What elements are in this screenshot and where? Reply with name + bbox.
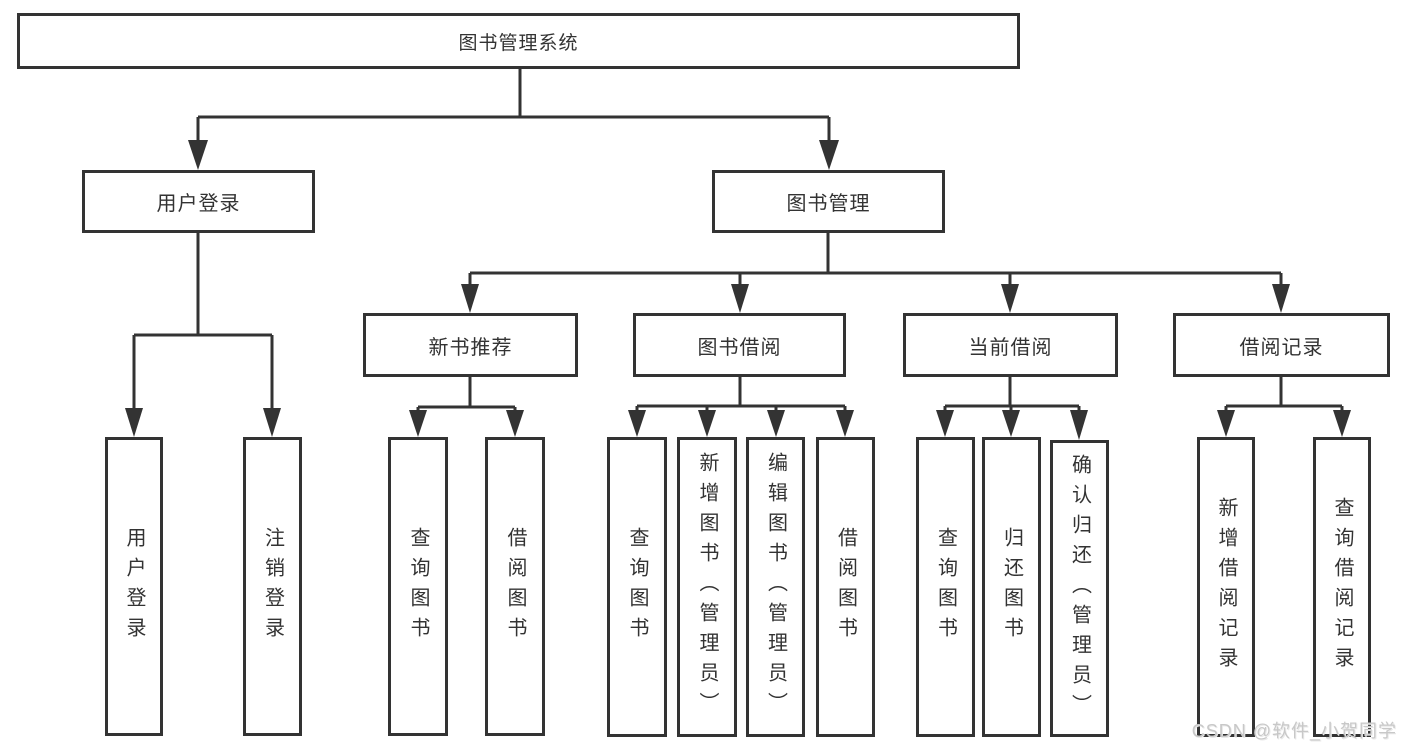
arrowhead-icon [628,410,646,437]
leaf-add-books-admin: 新增图书（管理员） [677,437,737,737]
arrowhead-icon [1001,284,1019,313]
arrowhead-icon [263,408,281,437]
arrowhead-icon [1070,410,1088,440]
node-book-management: 图书管理 [712,170,945,233]
arrowhead-icon [506,410,524,437]
leaf-query-books-recommend: 查询图书 [388,437,448,736]
arrowhead-icon [1333,410,1351,437]
node-book-borrow: 图书借阅 [633,313,846,377]
arrowhead-icon [1272,284,1290,313]
csdn-watermark: CSDN @软件_小贺同学 [1191,721,1397,741]
arrowhead-icon [188,140,208,170]
arrowhead-icon [461,284,479,313]
connector-current-borrow-to-leaves [943,377,1081,412]
leaf-query-books-current: 查询图书 [916,437,975,737]
connector-root-to-level1 [196,69,831,142]
leaf-logout: 注销登录 [243,437,302,736]
arrowhead-icon [836,410,854,437]
node-library-management-system: 图书管理系统 [17,13,1020,69]
connector-book-borrow-to-leaves [635,377,847,412]
leaf-query-books-borrow: 查询图书 [607,437,667,737]
node-user-login: 用户登录 [82,170,315,233]
leaf-confirm-return-admin: 确认归还（管理员） [1050,440,1109,737]
arrowhead-icon [819,140,839,170]
arrowhead-icon [936,410,954,437]
connector-book-management-to-level2 [468,233,1283,286]
leaf-return-books: 归还图书 [982,437,1041,737]
connector-borrow-records-to-leaves [1224,377,1344,412]
arrowhead-icon [767,410,785,437]
arrowhead-icon [409,410,427,437]
leaf-borrow-books: 借阅图书 [816,437,875,737]
leaf-user-login: 用户登录 [105,437,163,736]
arrowhead-icon [1217,410,1235,437]
arrowhead-icon [125,408,143,437]
arrowhead-icon [731,284,749,313]
leaf-add-borrow-record: 新增借阅记录 [1197,437,1255,737]
node-current-borrow: 当前借阅 [903,313,1118,377]
leaf-query-borrow-record: 查询借阅记录 [1313,437,1371,737]
node-borrow-records: 借阅记录 [1173,313,1390,377]
connector-user-login-to-leaves [132,233,274,410]
arrowhead-icon [698,410,716,437]
leaf-edit-books-admin: 编辑图书（管理员） [746,437,805,737]
node-new-book-recommend: 新书推荐 [363,313,578,377]
connector-new-book-recommend-to-leaves [416,377,517,412]
leaf-borrow-books-recommend: 借阅图书 [485,437,545,736]
arrowhead-icon [1002,410,1020,437]
